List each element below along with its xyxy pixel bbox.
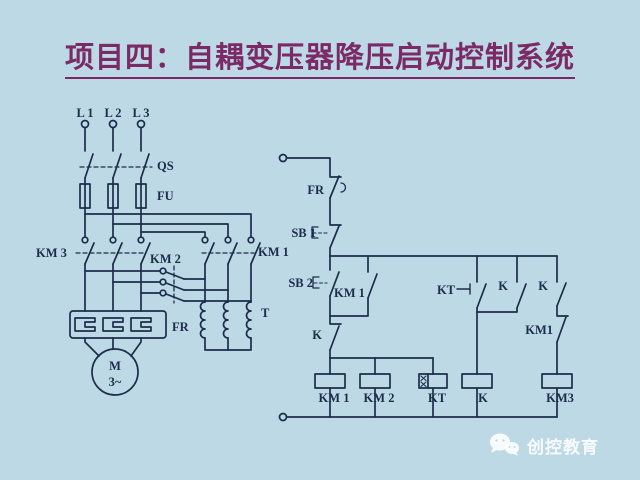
km2-main-contacts bbox=[84, 265, 252, 304]
k-no-contact-2 bbox=[556, 255, 567, 316]
sb2-start-button bbox=[312, 255, 340, 317]
km1-main-label: KM 1 bbox=[258, 245, 289, 259]
km1-sealin-contact bbox=[329, 255, 378, 317]
control-bottom-bus bbox=[285, 387, 558, 418]
coil-kt bbox=[418, 373, 448, 389]
coil-label-km2: KM 2 bbox=[364, 391, 395, 405]
kt-contact-label: KT bbox=[437, 283, 456, 297]
k-nc-label: K bbox=[312, 328, 322, 342]
coil-label-kt: KT bbox=[428, 391, 447, 405]
km3-main-contacts bbox=[75, 236, 151, 312]
watermark-text: 创控教育 bbox=[527, 437, 599, 457]
wechat-icon bbox=[490, 433, 519, 456]
km1-sealin-label: KM 1 bbox=[334, 286, 365, 300]
page-title-text: 项目四：自耦变压器降压启动控制系统 bbox=[64, 42, 575, 79]
autotransformer bbox=[199, 301, 252, 351]
watermark: 创控教育 bbox=[488, 432, 599, 458]
km1-interlock-label: KM1 bbox=[525, 323, 553, 337]
coil-km2 bbox=[359, 373, 391, 389]
coil-km3 bbox=[541, 373, 573, 389]
control-supply-terminals bbox=[278, 153, 288, 422]
fu-label: FU bbox=[157, 189, 174, 203]
coil-k bbox=[461, 373, 493, 389]
phase-label-l2: L 2 bbox=[104, 106, 121, 120]
qs-label: QS bbox=[157, 159, 174, 173]
labels: L 1 L 2 L 3 QS FU KM 3 KM 2 KM 1 T FR M … bbox=[36, 106, 574, 405]
motor bbox=[84, 337, 142, 396]
page-title: 项目四：自耦变压器降压启动控制系统 bbox=[0, 34, 640, 79]
km2-main-label: KM 2 bbox=[150, 252, 181, 266]
phase-label-l3: L 3 bbox=[132, 106, 149, 120]
coil-label-k: K bbox=[478, 391, 488, 405]
coil-km1 bbox=[314, 373, 346, 389]
fr-nc-contact bbox=[285, 157, 347, 225]
motor-phase-label: 3~ bbox=[109, 375, 122, 389]
fr-main-label: FR bbox=[172, 320, 190, 334]
fr-overload-heaters bbox=[69, 310, 167, 339]
fr-contact-label: FR bbox=[307, 183, 325, 197]
power-circuit bbox=[69, 119, 261, 396]
motor-label: M bbox=[109, 359, 121, 373]
km1-nc-interlock bbox=[556, 315, 569, 375]
km1-main-contacts bbox=[201, 236, 261, 303]
transformer-label: T bbox=[261, 306, 270, 320]
sb2-label: SB 2 bbox=[288, 276, 313, 290]
control-circuit bbox=[278, 153, 573, 422]
coil-feeder-wires bbox=[329, 357, 434, 375]
phase-label-l1: L 1 bbox=[76, 106, 93, 120]
k-no1-label: K bbox=[498, 279, 508, 293]
k-no-contact-1 bbox=[476, 255, 527, 375]
coil-label-km1: KM 1 bbox=[319, 391, 350, 405]
sb1-stop-button bbox=[311, 224, 342, 257]
qs-isolator-switch bbox=[79, 153, 153, 179]
sb1-label: SB 1 bbox=[291, 226, 316, 240]
km3-main-label: KM 3 bbox=[36, 246, 67, 260]
fu-fuses bbox=[79, 177, 147, 238]
k-nc-contact bbox=[329, 315, 342, 359]
k-no2-label: K bbox=[538, 279, 548, 293]
phase-terminals bbox=[80, 119, 146, 152]
feeder-wires bbox=[84, 213, 252, 238]
kt-delay-contact bbox=[456, 255, 487, 313]
coil-label-km3: KM3 bbox=[546, 391, 574, 405]
